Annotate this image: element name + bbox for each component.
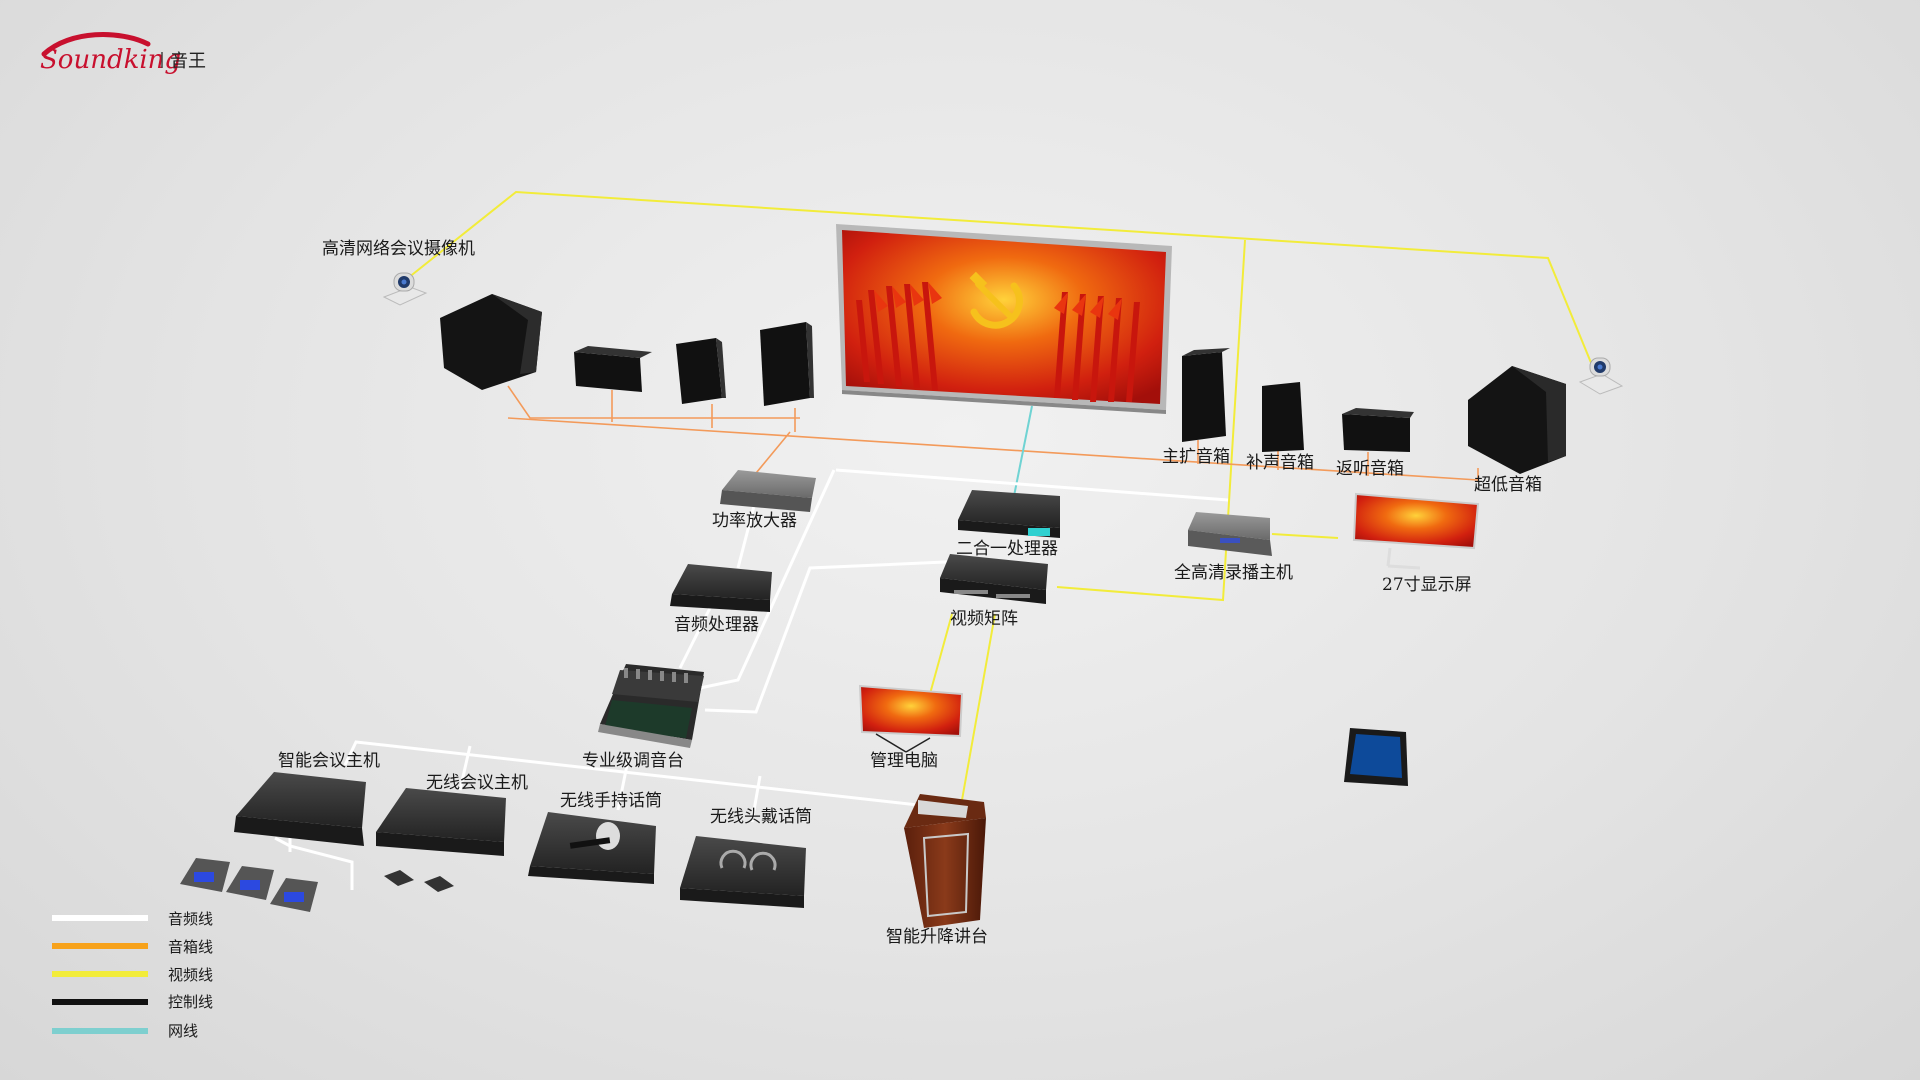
legend-swatch-video bbox=[52, 971, 148, 977]
processor-2in1-device bbox=[958, 490, 1060, 538]
audio-line-matrix bbox=[699, 469, 836, 690]
tablet-device bbox=[1344, 728, 1408, 786]
video-line-top bbox=[407, 190, 1595, 371]
video-line-podium bbox=[961, 613, 996, 801]
label-headset-mic: 无线头戴话筒 bbox=[710, 807, 812, 827]
label-podium: 智能升降讲台 bbox=[886, 927, 988, 947]
mixer-device bbox=[598, 664, 704, 748]
legend-label: 音箱线 bbox=[168, 938, 213, 956]
logo-cn: 音王 bbox=[170, 51, 206, 72]
podium-device bbox=[904, 794, 986, 928]
video-line-27 bbox=[1271, 533, 1339, 539]
brand-logo: Soundking 音王 bbox=[40, 32, 206, 75]
audio-line-audproc bbox=[678, 603, 714, 669]
audio-line-conf bbox=[343, 740, 946, 810]
emblem-icon bbox=[969, 271, 1023, 329]
legend-swatch-network bbox=[52, 1028, 148, 1034]
video-line-screen bbox=[1056, 239, 1246, 602]
monitor-27-device bbox=[1352, 492, 1480, 570]
label-subwoofer: 超低音箱 bbox=[1474, 475, 1542, 495]
conference-mic-units bbox=[180, 858, 318, 912]
legend-label: 控制线 bbox=[168, 993, 213, 1011]
speaker-line-main bbox=[507, 417, 1479, 481]
label-mgmt-pc: 管理电脑 bbox=[870, 751, 938, 771]
label-amplifier: 功率放大器 bbox=[712, 511, 797, 531]
camera-left bbox=[382, 272, 428, 306]
legend-label: 视频线 bbox=[168, 966, 213, 984]
audio-processor-device bbox=[670, 564, 772, 612]
speakers-right bbox=[1182, 348, 1566, 474]
label-video-matrix: 视频矩阵 bbox=[950, 609, 1018, 629]
led-screen bbox=[836, 224, 1172, 414]
legend-swatch-audio bbox=[52, 915, 148, 921]
legend-label: 网线 bbox=[168, 1022, 198, 1040]
network-line bbox=[1013, 405, 1033, 497]
device-labels: 高清网络会议摄像机 主扩音箱 补声音箱 返听音箱 超低音箱 功率放大器 二合一处… bbox=[278, 239, 1542, 947]
label-fill-speaker: 补声音箱 bbox=[1246, 453, 1314, 473]
label-monitor-27: 27寸显示屏 bbox=[1382, 575, 1472, 595]
wireless-host-device bbox=[376, 788, 506, 856]
label-audio-processor: 音频处理器 bbox=[674, 615, 759, 635]
label-processor-2in1: 二合一处理器 bbox=[956, 539, 1058, 559]
label-wireless-host: 无线会议主机 bbox=[426, 773, 528, 793]
legend-swatch-control bbox=[52, 999, 148, 1005]
video-matrix-device bbox=[940, 554, 1048, 604]
camera-right bbox=[1578, 357, 1624, 395]
label-camera: 高清网络会议摄像机 bbox=[322, 239, 475, 259]
label-mixer: 专业级调音台 bbox=[582, 751, 684, 771]
label-main-speaker: 主扩音箱 bbox=[1162, 447, 1230, 467]
speaker-line-left bbox=[507, 385, 800, 419]
headset-mic-device bbox=[680, 836, 806, 908]
mgmt-pc-device bbox=[858, 684, 964, 753]
audio-line-amp bbox=[736, 505, 756, 569]
audio-line-proc bbox=[835, 468, 1229, 502]
legend: 音频线 音箱线 视频线 控制线 网线 bbox=[52, 910, 213, 1040]
wires bbox=[274, 190, 1595, 890]
logo-text: Soundking bbox=[40, 45, 181, 75]
label-recorder: 全高清录播主机 bbox=[1174, 563, 1293, 583]
label-monitor-speaker: 返听音箱 bbox=[1336, 459, 1404, 479]
recorder-device bbox=[1188, 512, 1272, 556]
amplifier-device bbox=[720, 470, 816, 512]
legend-swatch-speaker bbox=[52, 943, 148, 949]
label-handheld-mic: 无线手持话筒 bbox=[560, 791, 662, 811]
logo-swoosh-icon bbox=[41, 32, 151, 57]
conf-host-device bbox=[234, 772, 366, 846]
handheld-mic-device bbox=[528, 812, 656, 884]
audio-line-matrix2 bbox=[704, 558, 991, 714]
legend-label: 音频线 bbox=[168, 910, 213, 928]
label-conf-host: 智能会议主机 bbox=[278, 751, 380, 771]
wireless-mic-units bbox=[384, 870, 454, 892]
speakers-left bbox=[440, 294, 814, 406]
